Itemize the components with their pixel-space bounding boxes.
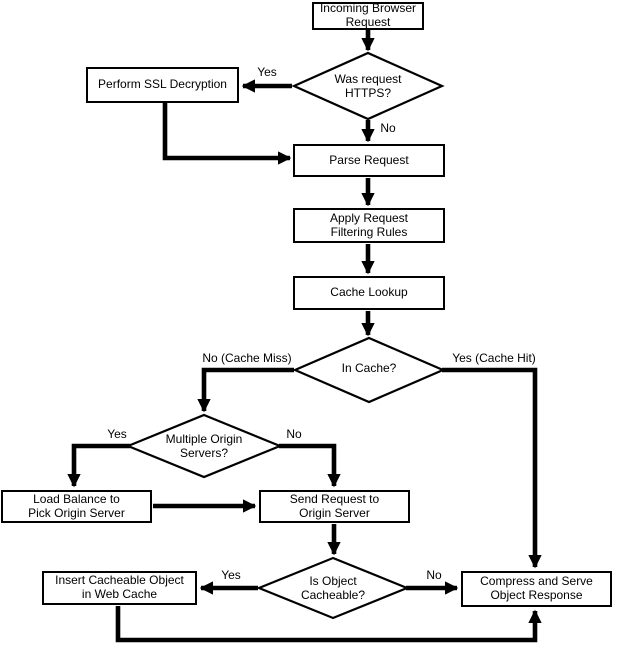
node-send-request-to-origin-server: Send Request to Origin Server: [259, 490, 410, 523]
edge-multiorigin-no-to-sendrequest: [279, 443, 341, 488]
label-https-yes: Yes: [257, 65, 277, 79]
edge-incache-hit-to-compress: [442, 367, 542, 569]
node-parse-request: Parse Request: [293, 144, 445, 177]
decision-is-object-cacheable-label: Is Object Cacheable?: [300, 574, 366, 602]
label-multiple-origin-yes: Yes: [107, 427, 127, 441]
node-perform-ssl-decryption: Perform SSL Decryption: [86, 67, 239, 103]
decision-in-cache-label: In Cache?: [341, 361, 397, 376]
edge-ssl-to-parse: [162, 103, 292, 165]
label-cacheable-yes: Yes: [221, 568, 241, 582]
edge-insert-to-compress: [115, 606, 542, 643]
decision-was-request-https-label: Was request HTTPS?: [334, 72, 402, 100]
node-load-balance-to-pick-origin-server: Load Balance to Pick Origin Server: [1, 490, 152, 523]
edge-incache-miss-to-multiorigin: [197, 367, 294, 413]
node-cache-lookup: Cache Lookup: [293, 276, 445, 310]
label-cache-hit: Yes (Cache Hit): [452, 351, 536, 365]
edge-multiorigin-yes-to-loadbalance: [67, 443, 130, 488]
label-https-no: No: [380, 121, 396, 135]
decision-is-object-cacheable-shape: [256, 556, 410, 620]
label-cacheable-no: No: [426, 568, 442, 582]
node-compress-and-serve-object-response: Compress and Serve Object Response: [461, 571, 612, 607]
label-multiple-origin-no: No: [286, 427, 302, 441]
label-cache-miss: No (Cache Miss): [202, 351, 292, 365]
node-insert-cacheable-object-in-web-cache: Insert Cacheable Object in Web Cache: [42, 571, 197, 605]
node-apply-request-filtering-rules: Apply Request Filtering Rules: [293, 208, 445, 243]
decision-in-cache-shape: [292, 336, 446, 404]
decision-multiple-origin-servers-shape: [125, 413, 283, 479]
decision-multiple-origin-servers-label: Multiple Origin Servers?: [165, 432, 243, 460]
decision-was-request-https-shape: [291, 51, 445, 121]
node-incoming-browser-request: Incoming Browser Request: [312, 1, 424, 30]
